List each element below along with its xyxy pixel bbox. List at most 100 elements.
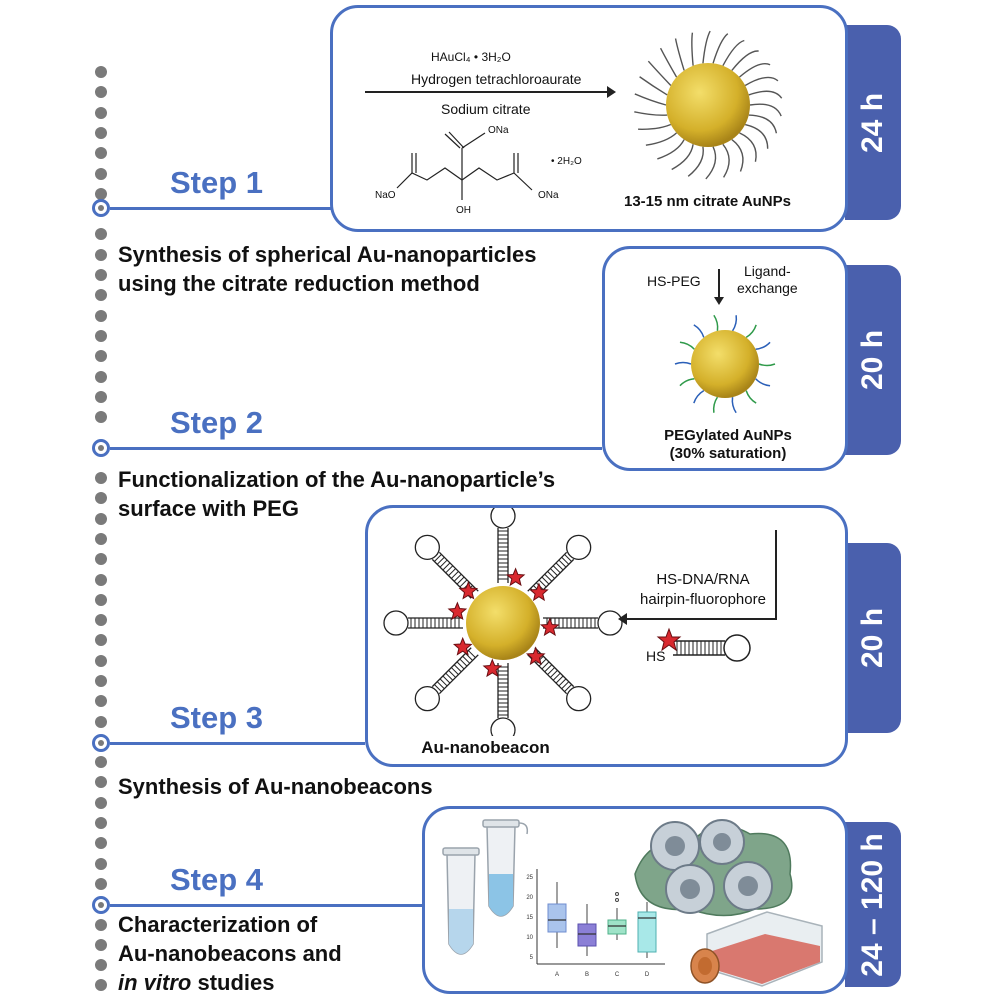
ligand-exchange-label: Ligand- exchange bbox=[737, 263, 798, 296]
au-nanobeacon-icon bbox=[383, 508, 623, 736]
svg-text:D: D bbox=[645, 972, 650, 978]
step-4-title: Step 4 bbox=[170, 862, 264, 897]
timeline-dot bbox=[95, 675, 107, 687]
svg-text:C: C bbox=[615, 972, 620, 978]
step-1-connector bbox=[110, 207, 332, 210]
svg-text:A: A bbox=[555, 972, 559, 978]
hs-peg-label: HS-PEG bbox=[647, 273, 701, 289]
timeline-dot bbox=[95, 330, 107, 342]
step-3-duration: 20 h bbox=[856, 607, 889, 669]
svg-text:20: 20 bbox=[526, 895, 533, 901]
timeline-dot bbox=[95, 66, 107, 78]
step-1-description: Synthesis of spherical Au-nanoparticles … bbox=[118, 240, 537, 298]
citrate-aunp-icon bbox=[634, 30, 783, 180]
svg-text:5: 5 bbox=[530, 955, 534, 961]
step-4-duration: 24 – 120 h bbox=[856, 832, 889, 977]
svg-text:25: 25 bbox=[526, 875, 533, 881]
timeline-dot bbox=[95, 797, 107, 809]
timeline-dot bbox=[95, 249, 107, 261]
step-1-title: Step 1 bbox=[170, 165, 264, 200]
in-vitro-italic: in vitro bbox=[118, 970, 192, 995]
timeline-dot bbox=[95, 391, 107, 403]
hs-label: HS bbox=[646, 648, 666, 664]
step-4-desc-line3: in vitro studies bbox=[118, 968, 342, 997]
timeline-dot bbox=[95, 371, 107, 383]
timeline-dot bbox=[95, 574, 107, 586]
hydrate-label: • 2H₂O bbox=[551, 156, 582, 167]
hairpin-label-line1: HS-DNA/RNA bbox=[656, 571, 750, 588]
step-3-panel: Au-nanobeacon HS-DNA/RNA hairpin-fluorop… bbox=[365, 505, 848, 767]
timeline-dot bbox=[95, 858, 107, 870]
timeline-dot bbox=[95, 959, 107, 971]
step-1-desc-line2: using the citrate reduction method bbox=[118, 271, 480, 296]
arrow-left-icon bbox=[618, 613, 627, 625]
step-2-panel: HS-PEG Ligand- exchange PEGylated AuNPs … bbox=[602, 246, 848, 471]
studies-text: studies bbox=[191, 970, 275, 995]
timeline-dot bbox=[95, 756, 107, 768]
timeline-dot bbox=[95, 634, 107, 646]
timeline-dot bbox=[95, 919, 107, 931]
timeline-dot bbox=[95, 979, 107, 991]
timeline-dot bbox=[95, 350, 107, 362]
reaction-arrow bbox=[365, 91, 613, 93]
svg-text:10: 10 bbox=[526, 935, 533, 941]
citrate-aunp-label: 13-15 nm citrate AuNPs bbox=[623, 193, 791, 210]
step-3-title: Step 3 bbox=[170, 700, 264, 735]
timeline-dot bbox=[95, 817, 107, 829]
timeline-dot bbox=[95, 472, 107, 484]
pegylated-label-line1: PEGylated AuNPs bbox=[664, 427, 792, 444]
step-2-title: Step 2 bbox=[170, 405, 264, 440]
timeline-dot bbox=[95, 878, 107, 890]
au-nanobeacon-label: Au-nanobeacon bbox=[421, 738, 550, 757]
atom-label-ona-top: ONa bbox=[488, 125, 509, 136]
timeline-dot bbox=[95, 289, 107, 301]
timeline-dot bbox=[95, 107, 107, 119]
step-1-node bbox=[92, 199, 110, 217]
timeline-dot bbox=[95, 168, 107, 180]
step-2-duration-bar: 20 h bbox=[845, 265, 901, 455]
reducer-name: Sodium citrate bbox=[441, 101, 531, 117]
timeline-dot bbox=[95, 411, 107, 423]
step-2-desc-line2: surface with PEG bbox=[118, 496, 299, 521]
step-3-connector bbox=[110, 742, 365, 745]
step-2-desc-line1: Functionalization of the Au-nanoparticle… bbox=[118, 467, 556, 492]
pegylated-label-line2: (30% saturation) bbox=[669, 445, 787, 462]
step-2-node bbox=[92, 439, 110, 457]
step-1-desc-line1: Synthesis of spherical Au-nanoparticles bbox=[118, 242, 537, 267]
step-1-duration: 24 h bbox=[856, 92, 889, 153]
step-3-description: Synthesis of Au-nanobeacons bbox=[118, 772, 433, 801]
step-3-desc-line1: Synthesis of Au-nanobeacons bbox=[118, 774, 433, 799]
step-2-duration: 20 h bbox=[856, 329, 889, 391]
hairpin-reagent-label: HS-DNA/RNA hairpin-fluorophore bbox=[623, 570, 783, 610]
step-1-panel: HAuCl₄ • 3H₂O Hydrogen tetrachloroaurate… bbox=[330, 5, 848, 232]
timeline-dot bbox=[95, 188, 107, 200]
step-4-description: Characterization of Au-nanobeacons and i… bbox=[118, 910, 342, 997]
microcentrifuge-tubes-icon bbox=[442, 819, 529, 955]
step-4-desc-line2: Au-nanobeacons and bbox=[118, 941, 342, 966]
timeline-dot bbox=[95, 269, 107, 281]
timeline-dot bbox=[95, 776, 107, 788]
step-3-node bbox=[92, 734, 110, 752]
timeline-dot bbox=[95, 594, 107, 606]
step-4-duration-bar: 24 – 120 h bbox=[845, 822, 901, 987]
hairpin-label-line2: hairpin-fluorophore bbox=[640, 591, 766, 608]
arrow-head-icon bbox=[607, 86, 616, 98]
timeline-dot bbox=[95, 147, 107, 159]
step-2-connector bbox=[110, 447, 602, 450]
timeline-dot bbox=[95, 86, 107, 98]
reagent-name: Hydrogen tetrachloroaurate bbox=[411, 71, 582, 87]
ligand-arrow bbox=[718, 269, 720, 299]
timeline-dot bbox=[95, 939, 107, 951]
culture-flask-icon bbox=[690, 911, 823, 987]
step-4-connector bbox=[110, 904, 422, 907]
reagent-formula: HAuCl₄ • 3H₂O bbox=[431, 50, 511, 64]
pegylated-aunp-icon bbox=[674, 314, 776, 414]
timeline-dot bbox=[95, 310, 107, 322]
atom-label-oh: OH bbox=[456, 205, 471, 216]
pegylated-aunp-label: PEGylated AuNPs (30% saturation) bbox=[615, 427, 841, 463]
arrow-down-icon bbox=[714, 297, 724, 305]
timeline-dot bbox=[95, 553, 107, 565]
timeline-dot bbox=[95, 695, 107, 707]
